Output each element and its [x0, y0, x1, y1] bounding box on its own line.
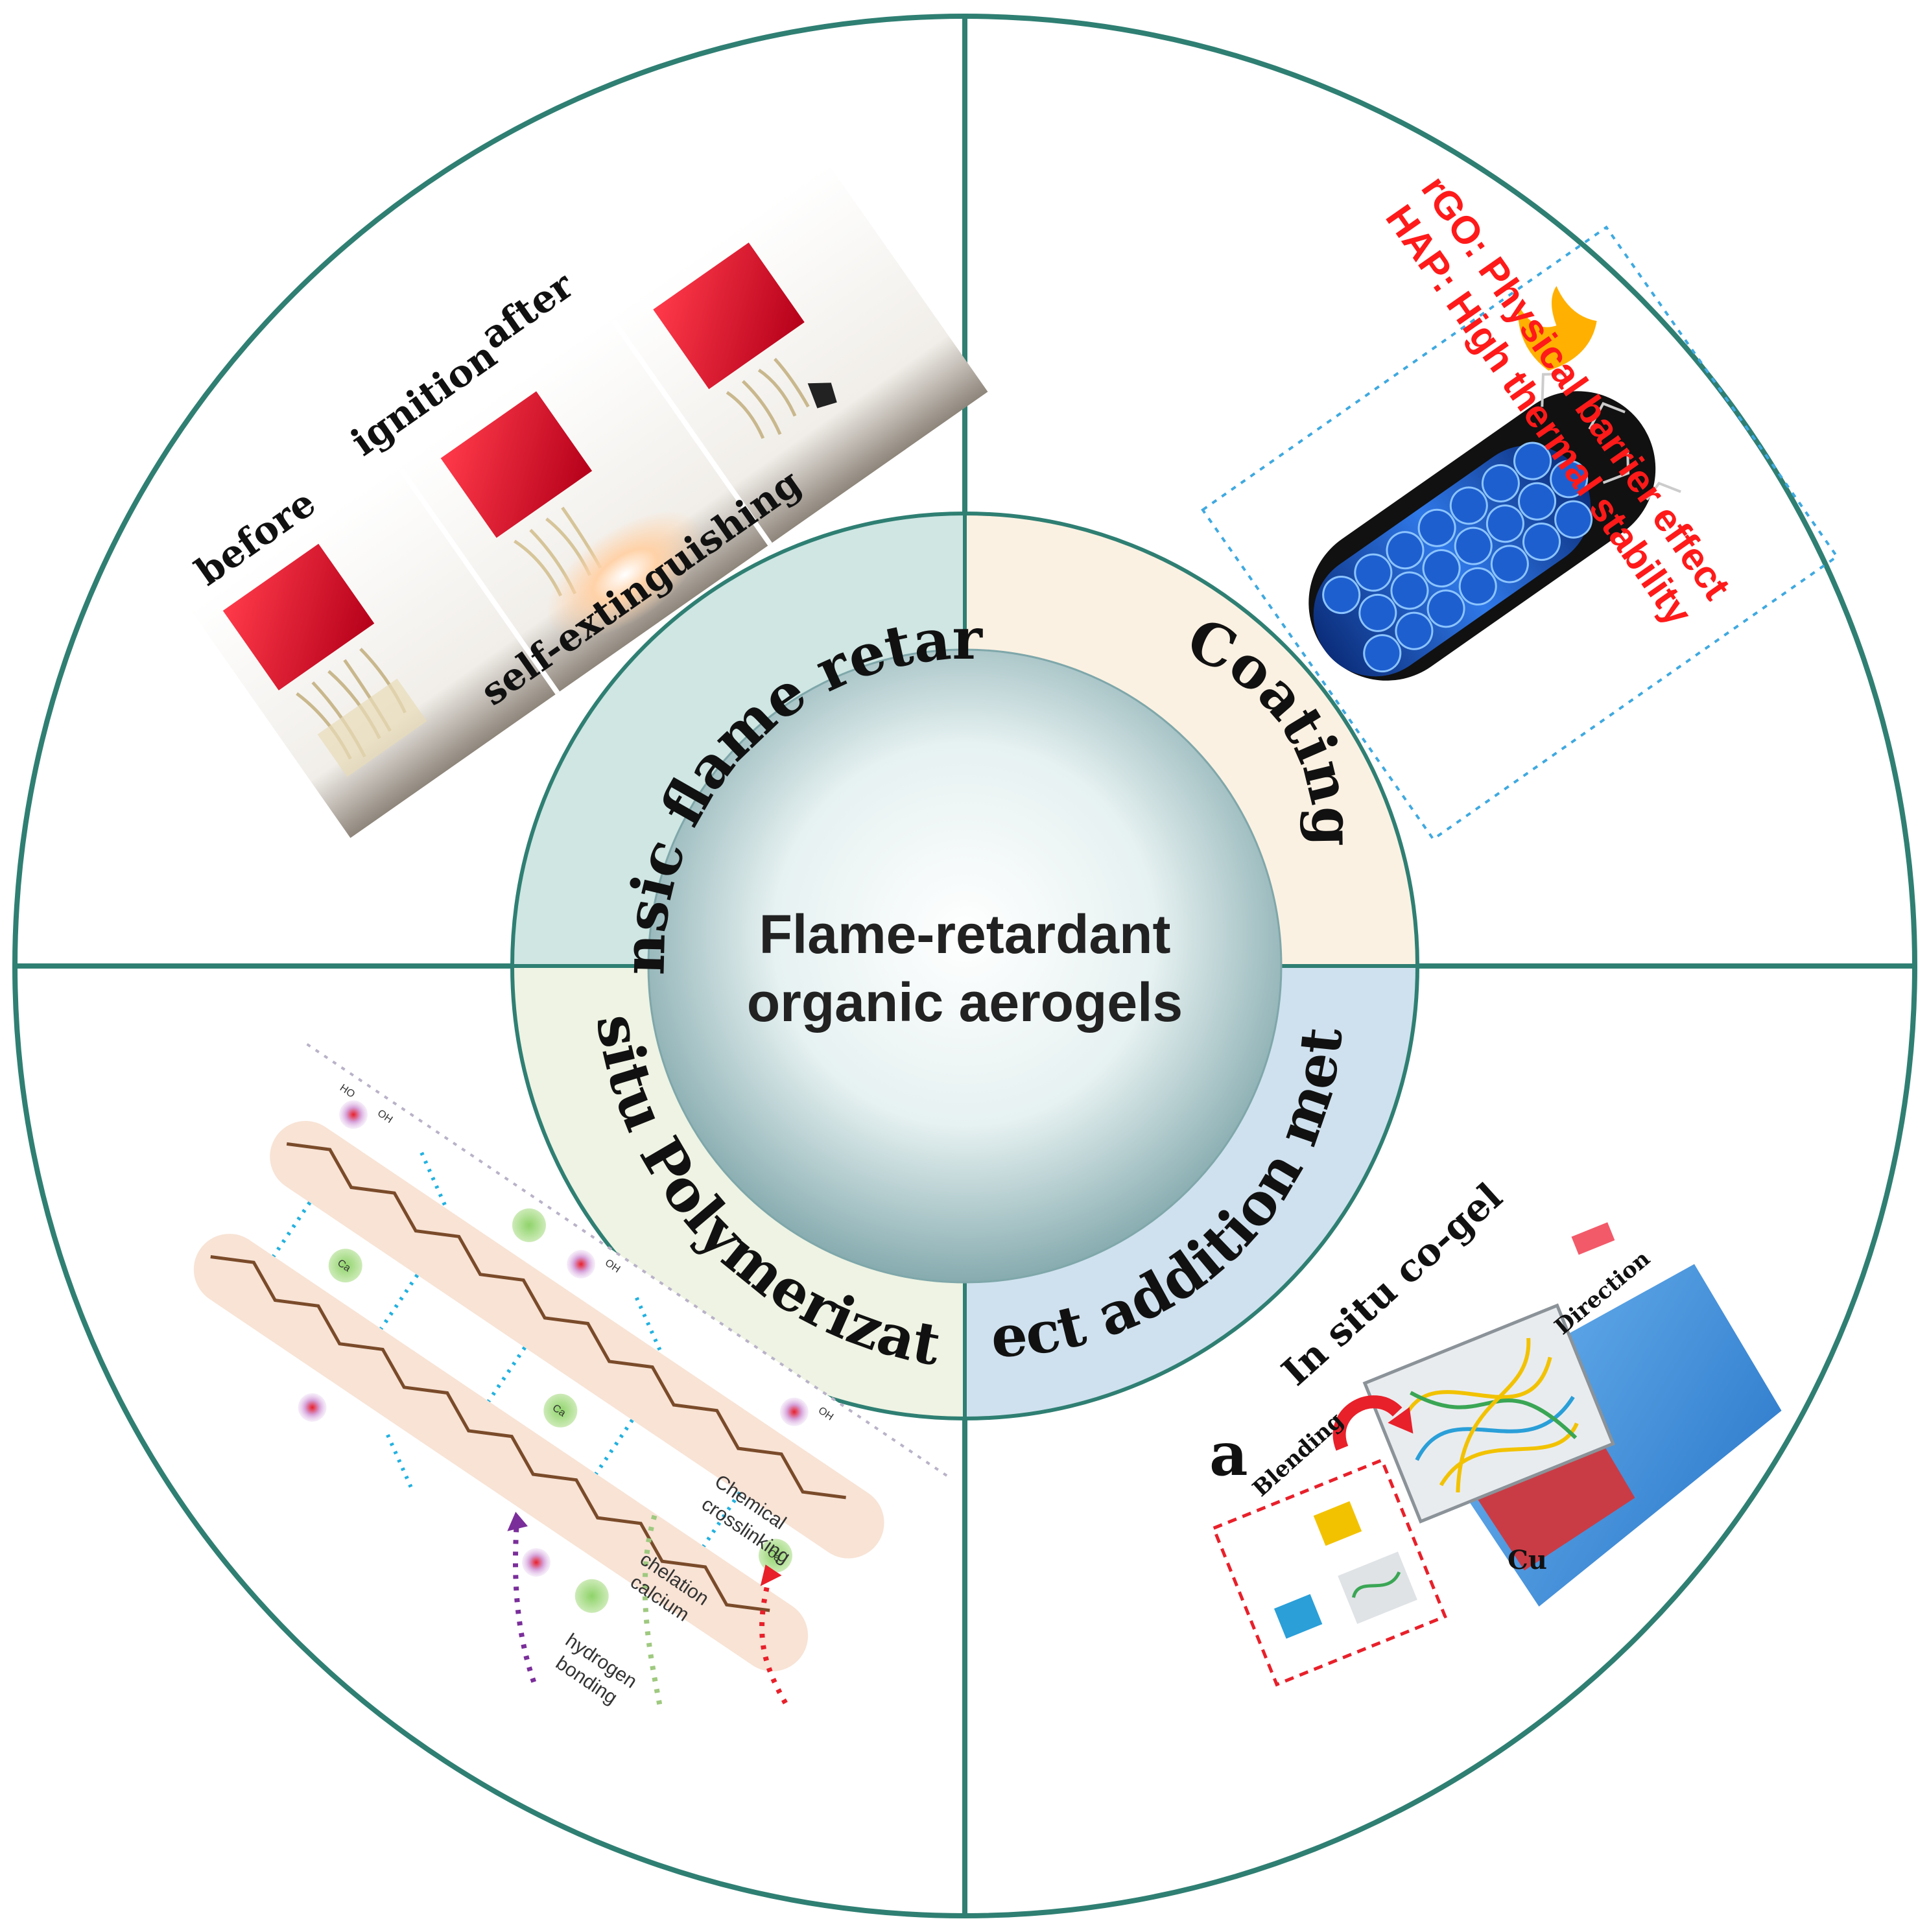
frame-before [222, 543, 427, 777]
direction-chip [1571, 1222, 1615, 1255]
co-gel-illustration [1211, 1222, 1782, 1687]
coating-illustration [1201, 225, 1839, 842]
center-title-line1: Flame-retardant [759, 904, 1171, 965]
arrow-chemical-crosslinking [759, 1574, 788, 1704]
calcium-nodes [328, 1208, 792, 1613]
flame-icon [1518, 286, 1597, 371]
frame-ignition [440, 391, 704, 639]
burning-test-photo [190, 163, 988, 838]
molecular-network: Ca Ca Ca OH HO OH OH [104, 1043, 953, 1780]
blending-inset [1211, 1457, 1447, 1687]
arrow-hydrogen-bonding [513, 1522, 537, 1683]
arrow-chelation-calcium [642, 1513, 663, 1705]
curved-arrow-icon [1332, 1395, 1402, 1451]
frame-after [653, 242, 837, 439]
label-cu: Cu [1508, 1545, 1547, 1575]
oxygen-nodes [298, 1100, 809, 1577]
center-sphere [647, 648, 1283, 1284]
label-panel-a: a [1209, 1419, 1248, 1489]
center-title-line2: organic aerogels [747, 972, 1183, 1033]
